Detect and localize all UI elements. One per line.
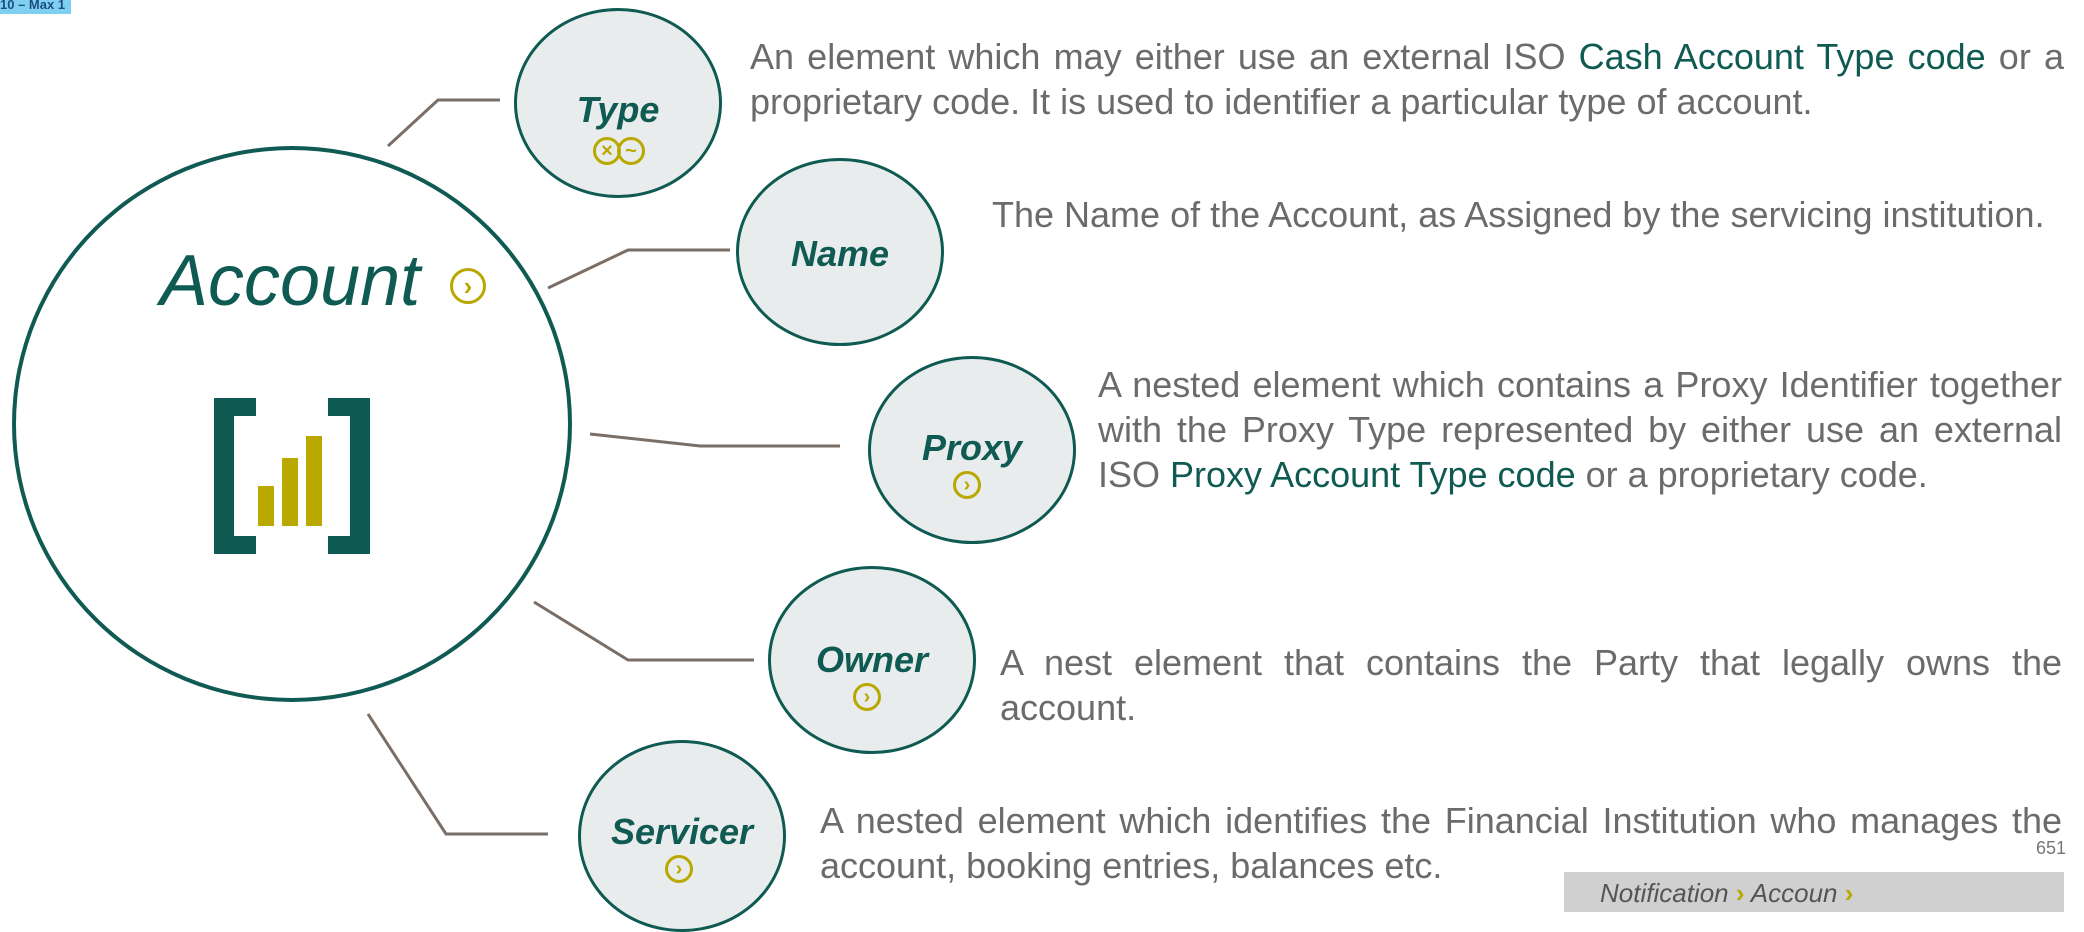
footer-breadcrumb: Notification › Accoun ›: [1564, 872, 2064, 912]
level-badge: 10 – Max 1: [0, 0, 72, 14]
connector-proxy: [589, 432, 840, 448]
breadcrumb-trail: Notification › Accoun ›: [1600, 878, 1853, 909]
owner-description: A nest element that contains the Party t…: [1000, 642, 2062, 728]
servicer-description: A nested element which identifies the Fi…: [820, 800, 2062, 886]
chevron-right-icon[interactable]: ›: [953, 471, 981, 499]
name-description: The Name of the Account, as Assigned by …: [992, 194, 2045, 235]
proxy-description: A nested element which contains a Proxy …: [1098, 364, 2062, 495]
owner-label: Owner: [815, 639, 929, 680]
servicer-label: Servicer: [610, 811, 754, 852]
breadcrumb-account[interactable]: Accoun: [1750, 878, 1838, 908]
chevron-right-icon: ›: [1844, 878, 1854, 908]
connector-owner: [533, 600, 754, 662]
chevron-right-icon[interactable]: ›: [450, 268, 486, 304]
account-circle: [12, 146, 572, 702]
name-node[interactable]: Name: [736, 158, 944, 346]
chevron-right-icon: ›: [1735, 878, 1745, 908]
page-number: 651: [2036, 838, 2067, 858]
cash-account-type-link[interactable]: Cash Account Type code: [1578, 36, 1986, 77]
type-description: An element which may either use an exter…: [750, 36, 2064, 122]
servicer-node[interactable]: Servicer ›: [578, 740, 786, 932]
owner-node[interactable]: Owner ›: [768, 566, 976, 754]
connector-name: [547, 248, 730, 290]
account-logo-icon: [214, 398, 370, 554]
connector-type: [386, 98, 500, 148]
proxy-node[interactable]: Proxy ›: [868, 356, 1076, 544]
connector-servicer: [366, 713, 548, 836]
account-title: Account: [160, 241, 421, 321]
breadcrumb-notification[interactable]: Notification: [1600, 878, 1729, 908]
chevron-right-icon[interactable]: ›: [665, 855, 693, 883]
type-label: Type: [576, 89, 660, 130]
choice-icon-alt: ~: [617, 137, 645, 165]
proxy-label: Proxy: [921, 427, 1023, 468]
type-node[interactable]: Type × ~: [514, 8, 722, 198]
chevron-right-icon[interactable]: ›: [853, 683, 881, 711]
proxy-account-type-link[interactable]: Proxy Account Type code: [1170, 454, 1576, 495]
name-label: Name: [790, 233, 890, 274]
